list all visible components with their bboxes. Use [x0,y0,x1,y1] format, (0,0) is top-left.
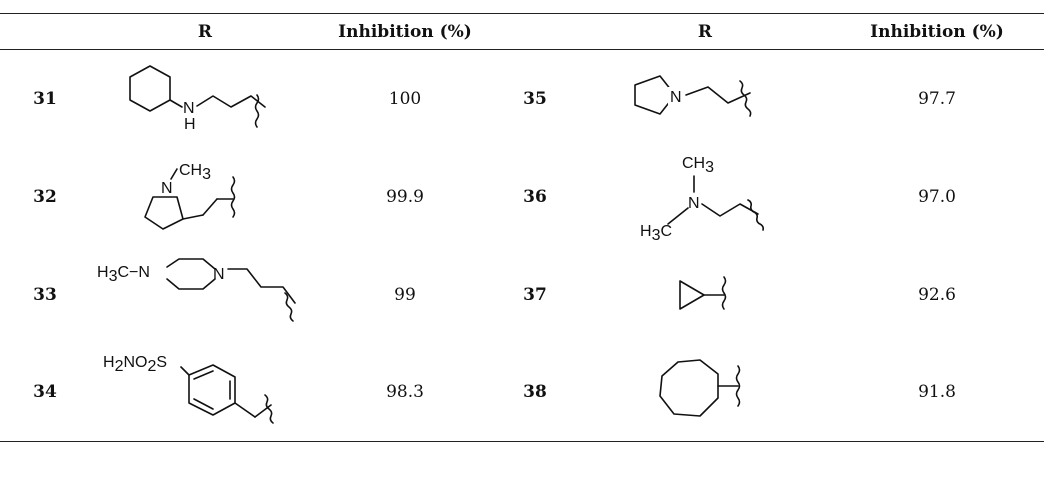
atom-ch3: CH3 [682,155,714,176]
atom-methyl: H3C−N [97,264,150,285]
inhibition-value: 99 [394,284,416,305]
structure-cyclohexylaminopropyl: N H [90,50,320,148]
inhibition-table: R Inhibition (%) R Inhibition (%) 31 N H… [0,13,1044,442]
inhibition-value: 97.0 [918,186,956,207]
table-header: R Inhibition (%) R Inhibition (%) [0,13,1044,50]
structure-cyclopropyl [580,246,830,344]
atom-n: N [183,100,195,117]
compound-id: 37 [523,284,547,305]
structure-dimethylaminoethyl: CH3 N H3C [580,148,830,246]
structure-cycloheptyl [580,344,830,442]
atom-h3c: H3C [640,223,672,244]
header-compound-right [490,14,580,50]
inhibition-value: 91.8 [918,382,956,403]
table-body: 31 N H 100 35 N [0,50,1044,442]
atom-ch: CH3 [179,162,211,183]
header-r-left: R [197,21,213,42]
inhibition-value: 98.3 [386,382,424,403]
atom-n: N [161,180,173,197]
header-r-right: R [697,21,713,42]
structure-methylpyrrolidinylethyl: CH3 N [90,148,320,246]
atom-n: N [670,89,682,106]
atom-n: N [688,195,700,212]
atom-n: N [213,266,225,283]
table-row: 31 N H 100 35 N [0,50,1044,148]
header-inhibition-left: Inhibition (%) [338,21,472,42]
structure-methylpiperazinylpropyl: H3C−N N [90,246,320,344]
atom-h: H [184,116,196,133]
compound-id: 35 [523,88,547,109]
inhibition-value: 92.6 [918,284,956,305]
structure-pyrrolidinylethyl: N [580,50,830,148]
compound-id: 34 [33,382,57,403]
table-row: 33 H3C−N N 99 37 92.6 [0,246,1044,344]
inhibition-value: 97.7 [918,88,956,109]
table-row: 34 H2NO2S 98.3 38 [0,344,1044,442]
compound-id: 36 [523,186,547,207]
inhibition-value: 99.9 [386,186,424,207]
header-inhibition-right: Inhibition (%) [870,21,1004,42]
compound-id: 31 [33,88,57,109]
compound-id: 33 [33,284,57,305]
inhibition-value: 100 [388,88,422,109]
header-compound-left [0,14,90,50]
structure-sulfamoylbenzyl: H2NO2S [90,344,320,442]
table-row: 32 CH3 N 99.9 36 CH3 N [0,148,1044,246]
compound-id: 32 [33,186,57,207]
atom-sulfonamide: H2NO2S [103,354,167,375]
compound-id: 38 [523,382,547,403]
